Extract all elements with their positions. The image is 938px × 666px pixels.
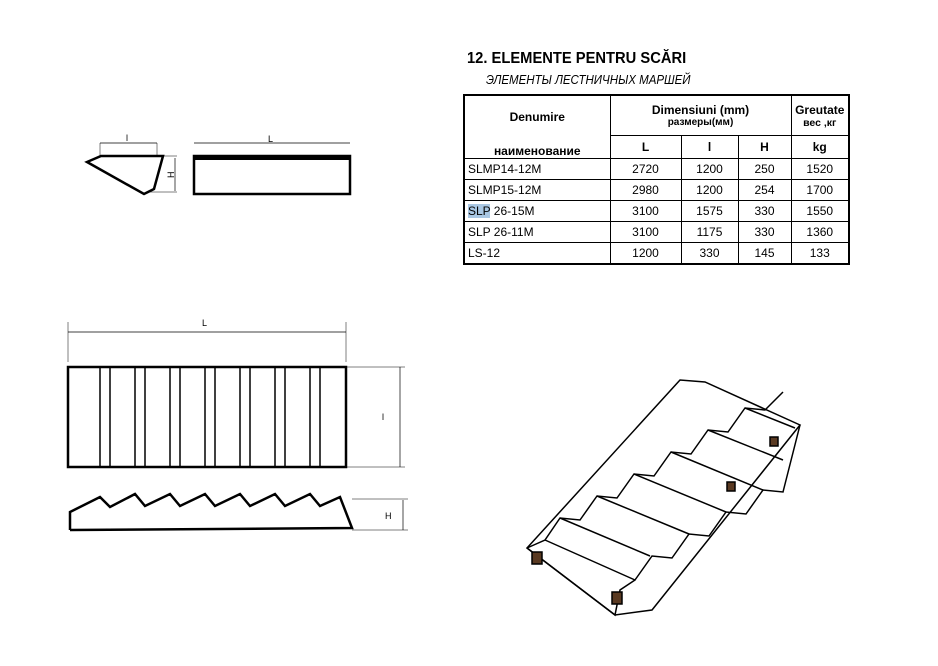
dim-label-L: L — [268, 134, 273, 144]
cell-kg: 133 — [790, 242, 850, 265]
cell-name: SLMP14-12M — [463, 158, 611, 180]
cell-H: 145 — [737, 242, 792, 265]
header-dimensions: Dimensiuni (mm)размеры(мм) — [609, 94, 792, 137]
cell-l: 330 — [680, 242, 739, 265]
selected-text: SLP — [468, 204, 491, 218]
elements-table: Denumire наименование Dimensiuni (mm)разм… — [463, 94, 850, 265]
cell-l: 1200 — [680, 158, 739, 180]
flight-dim-label-l: l — [382, 412, 384, 422]
cell-name: LS-12 — [463, 242, 611, 265]
cell-L: 1200 — [609, 242, 682, 265]
landing-section-drawing: l H — [84, 133, 177, 196]
header-dim-ru: размеры(мм) — [667, 117, 734, 129]
header-dim-ro: Dimensiuni (mm) — [651, 103, 750, 118]
landing-plan-drawing: L — [192, 134, 352, 196]
cell-name: SLP 26-11M — [463, 221, 611, 243]
cell-kg: 1550 — [790, 200, 850, 222]
flight-plan-drawing: L l — [66, 318, 405, 469]
cell-H: 330 — [737, 221, 792, 243]
cell-name: SLP 26-15M — [463, 200, 611, 222]
dim-label-H: H — [166, 172, 176, 179]
cell-l: 1575 — [680, 200, 739, 222]
section-title: 12. ELEMENTE PENTRU SCĂRI — [467, 50, 687, 67]
flight-dim-label-H: H — [385, 511, 392, 521]
header-name-ro: Denumire — [509, 110, 565, 124]
flight-dim-label-L: L — [202, 318, 207, 328]
cell-H: 250 — [737, 158, 792, 180]
cell-name-rest: 26-15M — [490, 204, 535, 218]
isometric-stair-drawing — [525, 379, 802, 617]
header-name-ru: наименование — [493, 144, 581, 158]
cell-kg: 1360 — [790, 221, 850, 243]
header-weight-ro: Greutate — [795, 102, 845, 117]
cell-l: 1175 — [680, 221, 739, 243]
cell-L: 2980 — [609, 179, 682, 201]
cell-H: 330 — [737, 200, 792, 222]
section-subtitle: ЭЛЕМЕНТЫ ЛЕСТНИЧНЫХ МАРШЕЙ — [486, 73, 691, 87]
header-weight-ru: вес ,кг — [803, 116, 837, 129]
cell-name: SLMP15-12M — [463, 179, 611, 201]
dim-label-l: l — [126, 133, 128, 143]
flight-section-drawing: H — [68, 492, 408, 532]
